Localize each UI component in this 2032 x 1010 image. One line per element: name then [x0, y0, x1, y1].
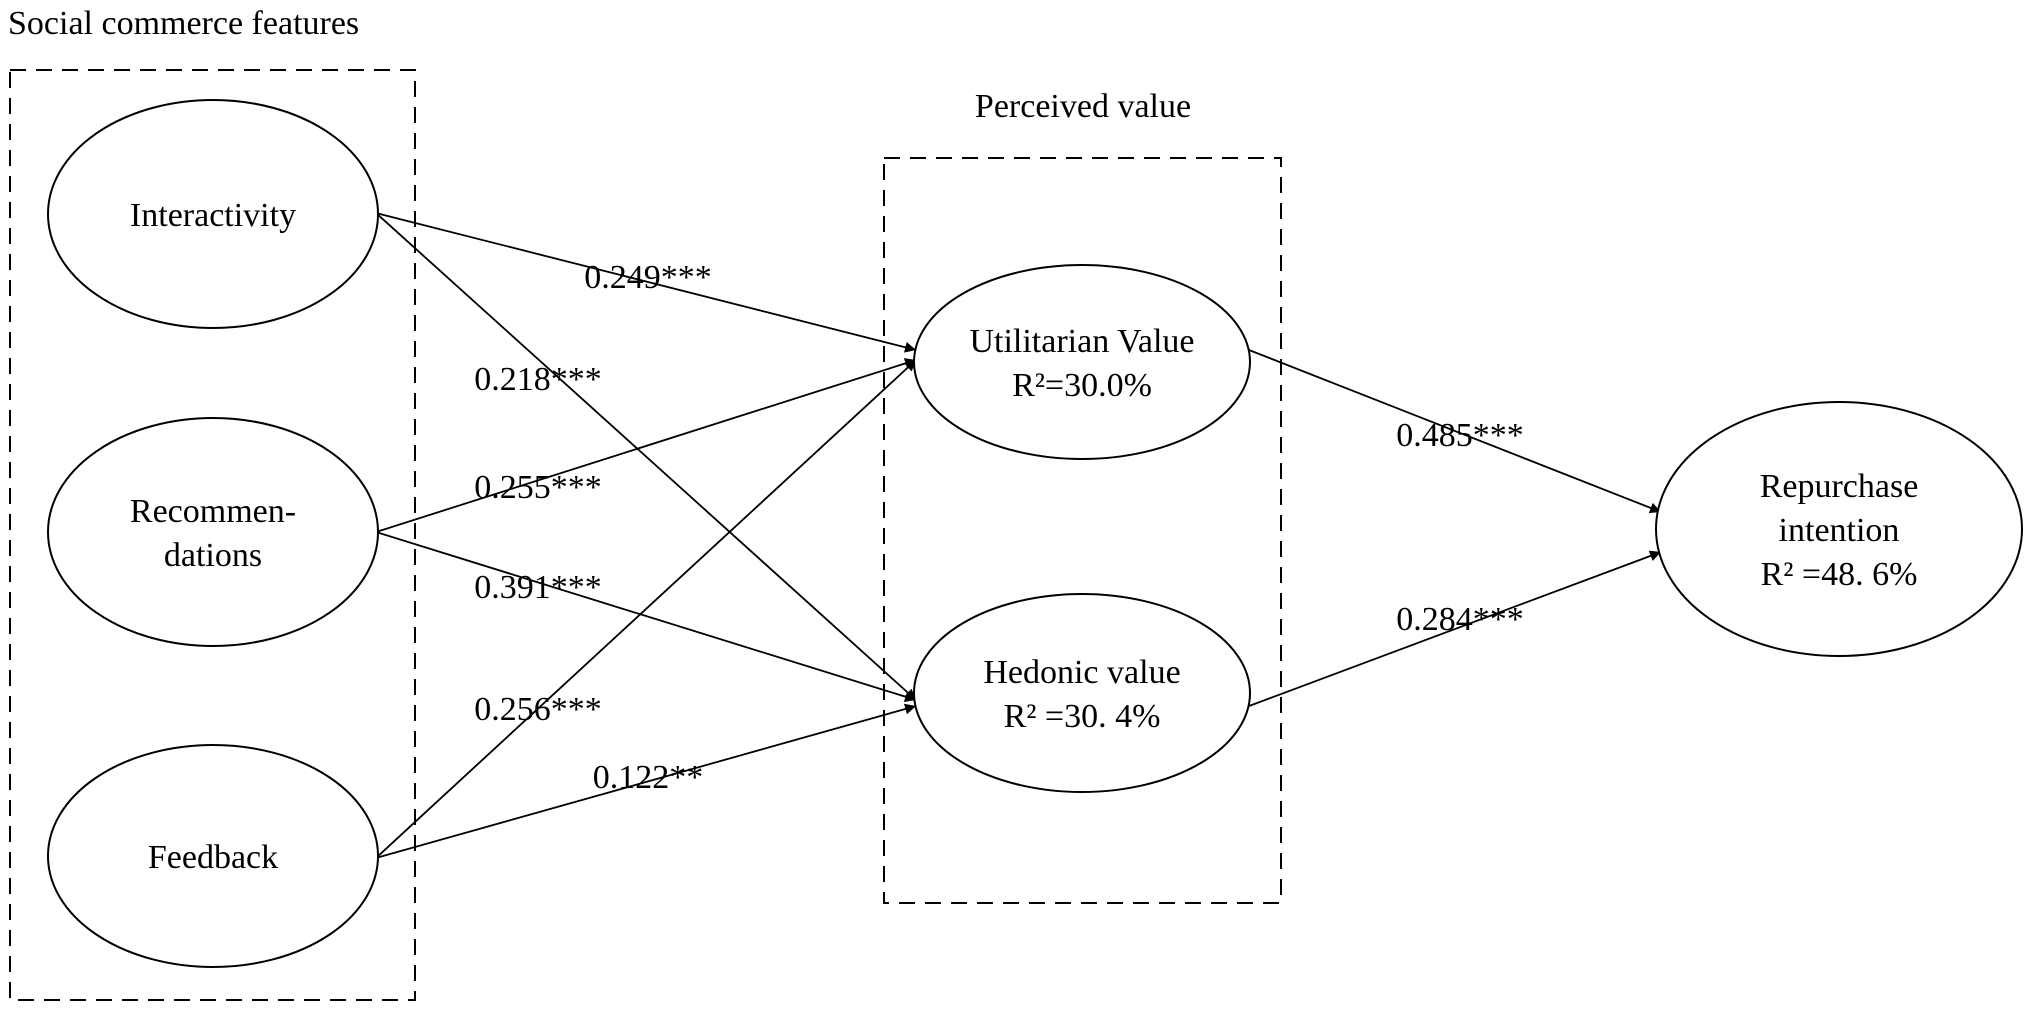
coef-hedonic-to-repurchase: 0.284***	[1396, 601, 1524, 638]
path-interactivity-to-utilitarian	[375, 212, 917, 353]
node-feedback: Feedback	[47, 744, 379, 968]
node-repurchase-label: intention	[1779, 512, 1900, 549]
node-repurchase-label: Repurchase	[1760, 468, 1919, 505]
social-commerce-features-title: Social commerce features	[8, 5, 359, 42]
node-interactivity-label: Interactivity	[130, 197, 296, 234]
path-interactivity-to-hedonic	[375, 212, 917, 701]
coef-feedback-to-utilitarian: 0.256***	[474, 691, 602, 728]
coef-recommendations-to-utilitarian: 0.255***	[474, 469, 602, 506]
node-repurchase-ellipse	[1655, 401, 2023, 657]
node-utilitarian-label: Utilitarian Value	[969, 323, 1194, 360]
coef-interactivity-to-hedonic: 0.218***	[474, 361, 602, 398]
path-hedonic-to-repurchase	[1248, 550, 1662, 707]
node-interactivity: Interactivity	[47, 99, 379, 329]
path-recommendations-to-hedonic	[375, 531, 917, 702]
node-recommendations-label: dations	[164, 537, 262, 574]
node-feedback-label: Feedback	[148, 839, 278, 876]
node-interactivity-ellipse	[47, 99, 379, 329]
node-repurchase: Repurchase intention R² =48. 6%	[1655, 401, 2023, 657]
node-recommendations-label: Recommen-	[130, 493, 296, 530]
node-utilitarian-r2: R²=30.0%	[1012, 367, 1152, 404]
coef-interactivity-to-utilitarian: 0.249***	[584, 259, 712, 296]
coef-feedback-to-hedonic: 0.122**	[593, 759, 704, 796]
node-recommendations: Recommen-dations	[47, 417, 379, 647]
node-feedback-ellipse	[47, 744, 379, 968]
node-repurchase-r2: R² =48. 6%	[1761, 556, 1918, 593]
social-commerce-features-box	[9, 69, 416, 1001]
path-feedback-to-utilitarian	[375, 359, 917, 859]
perceived-value-box	[883, 157, 1282, 904]
node-hedonic-ellipse	[913, 593, 1251, 793]
node-utilitarian-ellipse	[913, 264, 1251, 460]
path-recommendations-to-utilitarian	[375, 358, 917, 533]
path-edges	[375, 212, 1662, 859]
coef-recommendations-to-hedonic: 0.391***	[474, 569, 602, 606]
path-utilitarian-to-repurchase	[1248, 349, 1662, 514]
coef-utilitarian-to-repurchase: 0.485***	[1396, 417, 1524, 454]
perceived-value-title: Perceived value	[975, 88, 1191, 125]
node-hedonic-r2: R² =30. 4%	[1004, 698, 1161, 735]
path-feedback-to-hedonic	[375, 703, 917, 859]
path-coefficients: 0.249*** 0.218*** 0.255*** 0.391*** 0.256***…	[474, 259, 1524, 796]
node-hedonic: Hedonic value R² =30. 4%	[913, 593, 1251, 793]
node-hedonic-label: Hedonic value	[983, 654, 1180, 691]
node-recommendations-ellipse	[47, 417, 379, 647]
